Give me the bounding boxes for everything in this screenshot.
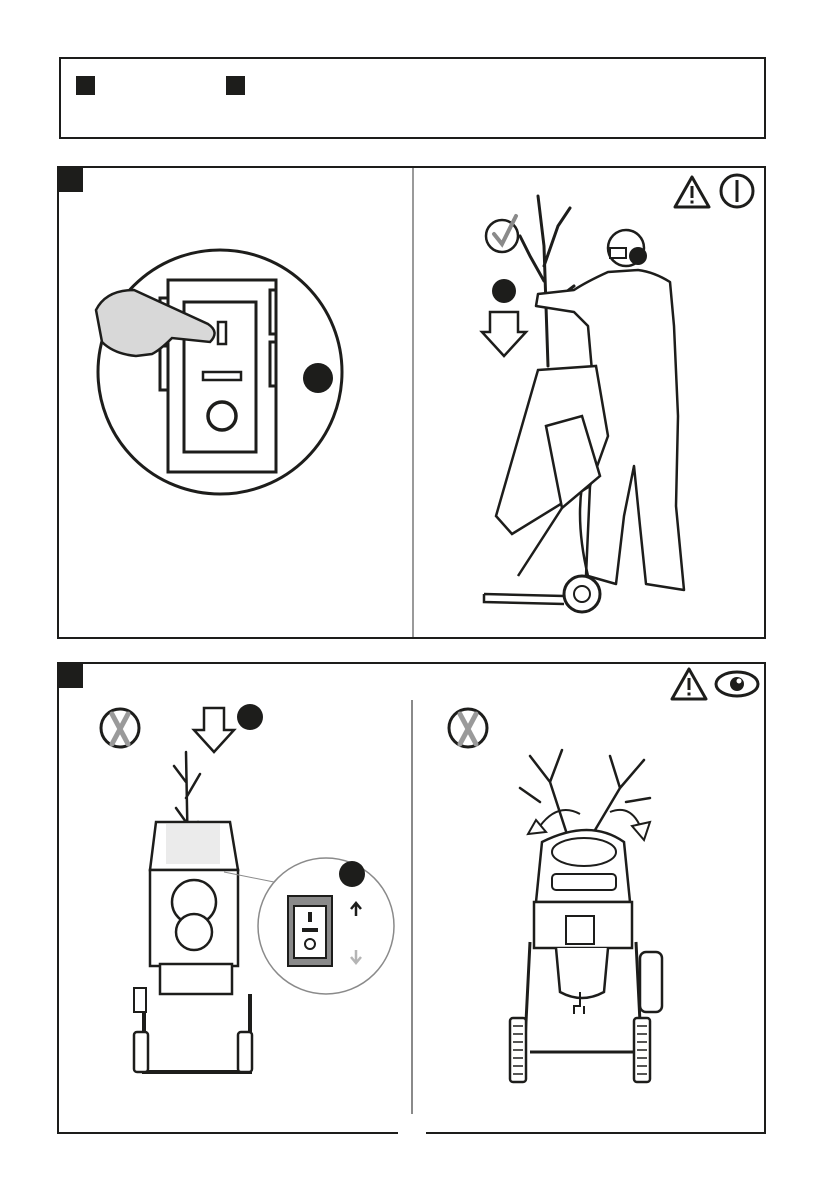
shredder-front-illustration	[126, 752, 266, 1082]
panel-b-divider	[411, 700, 413, 1114]
incorrect-x-icon	[98, 706, 142, 750]
legend-box	[59, 57, 766, 139]
warning-triangle-icon	[669, 666, 709, 702]
legend-square-2	[226, 76, 245, 95]
legend-square-1	[76, 76, 95, 95]
step-marker-b	[59, 664, 83, 688]
panel-a-divider	[412, 168, 414, 637]
shredder-top-illustration	[500, 742, 680, 1087]
switch-callout	[258, 852, 396, 1002]
switch-closeup	[96, 250, 376, 500]
incorrect-x-icon	[446, 706, 490, 750]
step-marker-a	[59, 168, 83, 192]
badge-dot	[236, 703, 264, 731]
operator-feeding-illustration	[478, 186, 718, 616]
page-number	[398, 1122, 426, 1140]
power-on-icon	[718, 172, 756, 210]
top-down-arrow	[192, 706, 236, 754]
eye-icon	[714, 670, 760, 698]
